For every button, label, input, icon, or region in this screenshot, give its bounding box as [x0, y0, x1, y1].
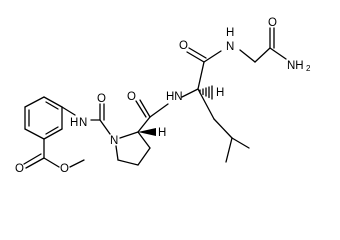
ring-bond: [43, 128, 63, 140]
pro-c-nh-bond: [149, 103, 169, 118]
methyl-ester: [23, 138, 85, 169]
ester-carbonyl-double: [23, 153, 42, 165]
ester-carbonyl-bond: [25, 157, 45, 169]
pro-ring-bond: [119, 131, 139, 139]
ester-ether-oxygen: O: [60, 163, 69, 175]
leu-co-double: [188, 47, 207, 59]
ring-bond: [24, 96, 45, 108]
proline-nitrogen: N: [110, 135, 118, 147]
pro-ring-bond: [117, 159, 139, 166]
proline-hydrogen: H: [158, 127, 166, 139]
aryl-n-bond: [61, 106, 76, 116]
nh2-subscript: 2: [306, 64, 311, 73]
ring-bond: [43, 96, 63, 108]
urea-nh-hydrogen: H: [70, 117, 78, 129]
urea-linkage: [61, 103, 111, 135]
leu-methyl-bond: [225, 137, 233, 163]
pro-h-wedge: [138, 128, 156, 136]
leu-methyl-bond: [231, 137, 250, 149]
ring-double-bond: [45, 101, 59, 110]
pro-co-bond: [139, 99, 151, 118]
leucine-residue: [181, 47, 250, 163]
ester-carbonyl-oxygen: O: [15, 163, 24, 175]
urea-oxygen: O: [97, 93, 106, 105]
amide-c-n-bond: [269, 47, 287, 60]
molecule-structure: O H N NH 2 O H O HN O H N N H O O: [15, 17, 311, 175]
proline-ring: [115, 99, 169, 166]
leu-carbonyl-oxygen: O: [179, 40, 188, 52]
benzene-ring: [24, 96, 63, 140]
ring-double-bond: [45, 126, 59, 135]
nh-alpha-bond: [181, 88, 199, 98]
pro-carbonyl-oxygen: O: [127, 91, 136, 103]
pro-co-double: [135, 100, 147, 118]
molecule-canvas: O H N NH 2 O H O HN O H N N H O O: [15, 17, 311, 175]
nh2-group: NH: [287, 60, 304, 72]
ring-bond: [24, 128, 45, 140]
carbonyl-n-pro-bond: [99, 119, 111, 135]
pro-ring-bond: [115, 145, 119, 161]
leu-co-bond: [186, 51, 205, 63]
nh-hydrogen: H: [226, 27, 234, 39]
pro-carbonyl-bond: [137, 116, 151, 133]
methyl-bond: [69, 159, 85, 168]
ch2-c-bond: [254, 47, 271, 63]
pro-ring-bond: [137, 147, 151, 166]
amide-oxygen: O: [268, 17, 277, 29]
leu-gamma-bond: [213, 118, 233, 139]
urea-nh-nitrogen: N: [79, 117, 87, 129]
leu-nh: HN: [166, 91, 183, 103]
leu-beta-bond: [197, 88, 215, 120]
leu-carbonyl-bond: [197, 61, 205, 90]
pro-ring-bond: [137, 131, 151, 149]
nh-nitrogen: N: [226, 41, 234, 53]
leu-hydrogen: H: [216, 87, 224, 99]
leu-c-nh-bond: [203, 50, 222, 63]
glycinamide: [239, 27, 287, 63]
ester-ether-bond: [43, 157, 60, 168]
nh-ch2-bond: [239, 49, 256, 63]
